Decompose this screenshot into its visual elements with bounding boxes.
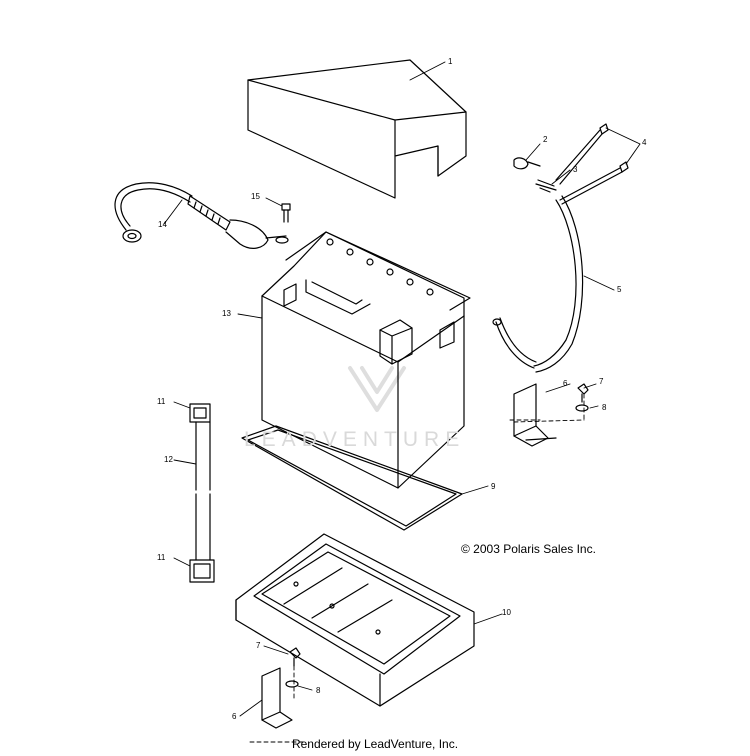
callout-15: 15 (251, 192, 260, 201)
callout-5: 5 (617, 285, 622, 294)
callout-13: 13 (222, 309, 231, 318)
callout-7-lower: 7 (256, 641, 261, 650)
callout-6-lower: 6 (232, 712, 237, 721)
battery (261, 231, 471, 489)
watermark-logo (348, 366, 406, 412)
callout-1: 1 (448, 57, 453, 66)
bracket-upper (513, 383, 557, 447)
screw-washer-upper (575, 383, 589, 412)
callout-6: 6 (563, 379, 568, 388)
hold-down-strap (189, 403, 215, 583)
copyright-notice: © 2003 Polaris Sales Inc. (461, 542, 596, 556)
callout-3: 3 (573, 165, 578, 174)
battery-tray (235, 533, 475, 707)
battery-bolt (281, 203, 291, 223)
callout-numbers: 1 2 3 4 5 6 7 8 9 10 11 12 13 14 15 7 6 … (157, 57, 647, 721)
callout-9: 9 (491, 482, 496, 491)
footer-credit: Rendered by LeadVenture, Inc. (291, 737, 459, 751)
callout-2: 2 (543, 135, 548, 144)
terminal-hardware (513, 123, 629, 205)
positive-cable (114, 182, 289, 249)
battery-cover (247, 59, 467, 199)
callout-11-lower: 11 (157, 553, 166, 562)
callout-12: 12 (164, 455, 173, 464)
callout-10: 10 (502, 608, 511, 617)
callout-14: 14 (158, 220, 167, 229)
leader-lines (163, 61, 641, 717)
dashed-guides (249, 393, 585, 743)
negative-cable (492, 195, 584, 373)
bracket-lower (261, 667, 293, 729)
screw-washer-lower (285, 647, 301, 688)
callout-4: 4 (642, 138, 647, 147)
callout-11: 11 (157, 397, 166, 406)
callout-8: 8 (602, 403, 607, 412)
callout-7: 7 (599, 377, 604, 386)
callout-8-lower: 8 (316, 686, 321, 695)
watermark-text: LEADVENTURE (244, 428, 466, 451)
